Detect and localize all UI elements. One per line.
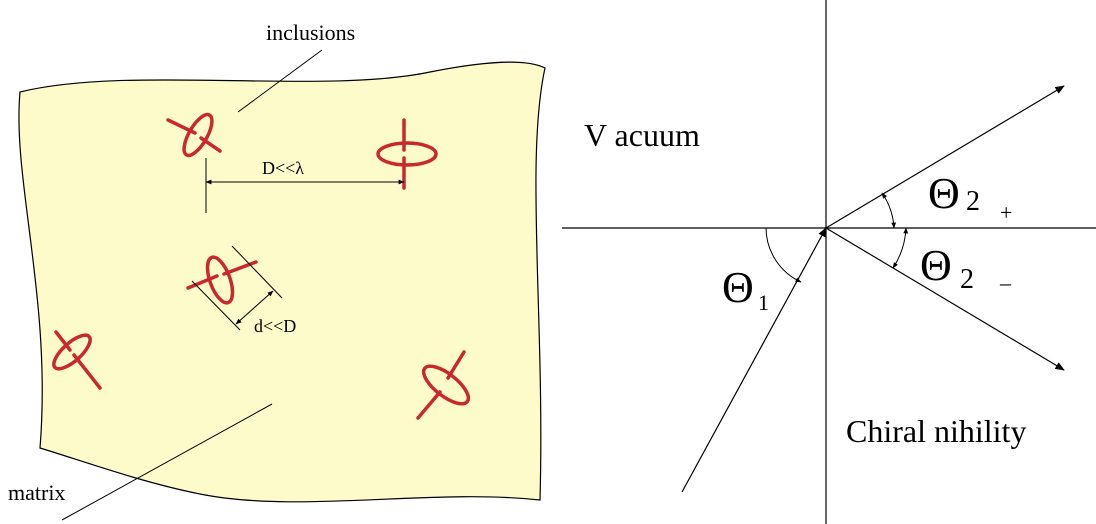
inclusion-helix-1 [166, 112, 222, 158]
spacing-dimension [205, 158, 405, 213]
inclusions-leader-line [237, 49, 323, 113]
theta2-plus-arc [881, 192, 897, 229]
nihility-label: Chiral nihility [846, 413, 1026, 449]
refracted-ray-plus [825, 85, 1065, 229]
theta2-plus-subscript: 2 [966, 186, 980, 217]
matrix-leader-line [61, 403, 273, 521]
theta2-plus-sign: + [1000, 200, 1012, 225]
size-dimension [191, 245, 283, 331]
inclusion-helix-3 [186, 255, 258, 305]
incident-ray [681, 227, 827, 493]
theta2-minus-sign: – [999, 270, 1012, 295]
theta2-minus-arc [892, 227, 909, 269]
vacuum-label: V acuum [584, 117, 700, 153]
theta2-plus-symbol: Θ [928, 169, 960, 218]
refracted-ray-minus [825, 227, 1065, 371]
matrix-label: matrix [8, 480, 65, 505]
matrix-region [18, 61, 546, 503]
inclusions-label: inclusions [266, 20, 355, 45]
theta1-arc [765, 227, 802, 283]
theta1-symbol: Θ [722, 263, 754, 312]
theta2-minus-symbol: Θ [920, 241, 952, 290]
inclusion-helix-5 [416, 350, 471, 420]
theta1-subscript: 1 [758, 290, 769, 315]
size-label: d<<D [254, 316, 296, 336]
inclusion-helix-4 [52, 330, 102, 390]
theta2-minus-subscript: 2 [960, 264, 974, 295]
spacing-label: D<<λ [262, 158, 304, 178]
